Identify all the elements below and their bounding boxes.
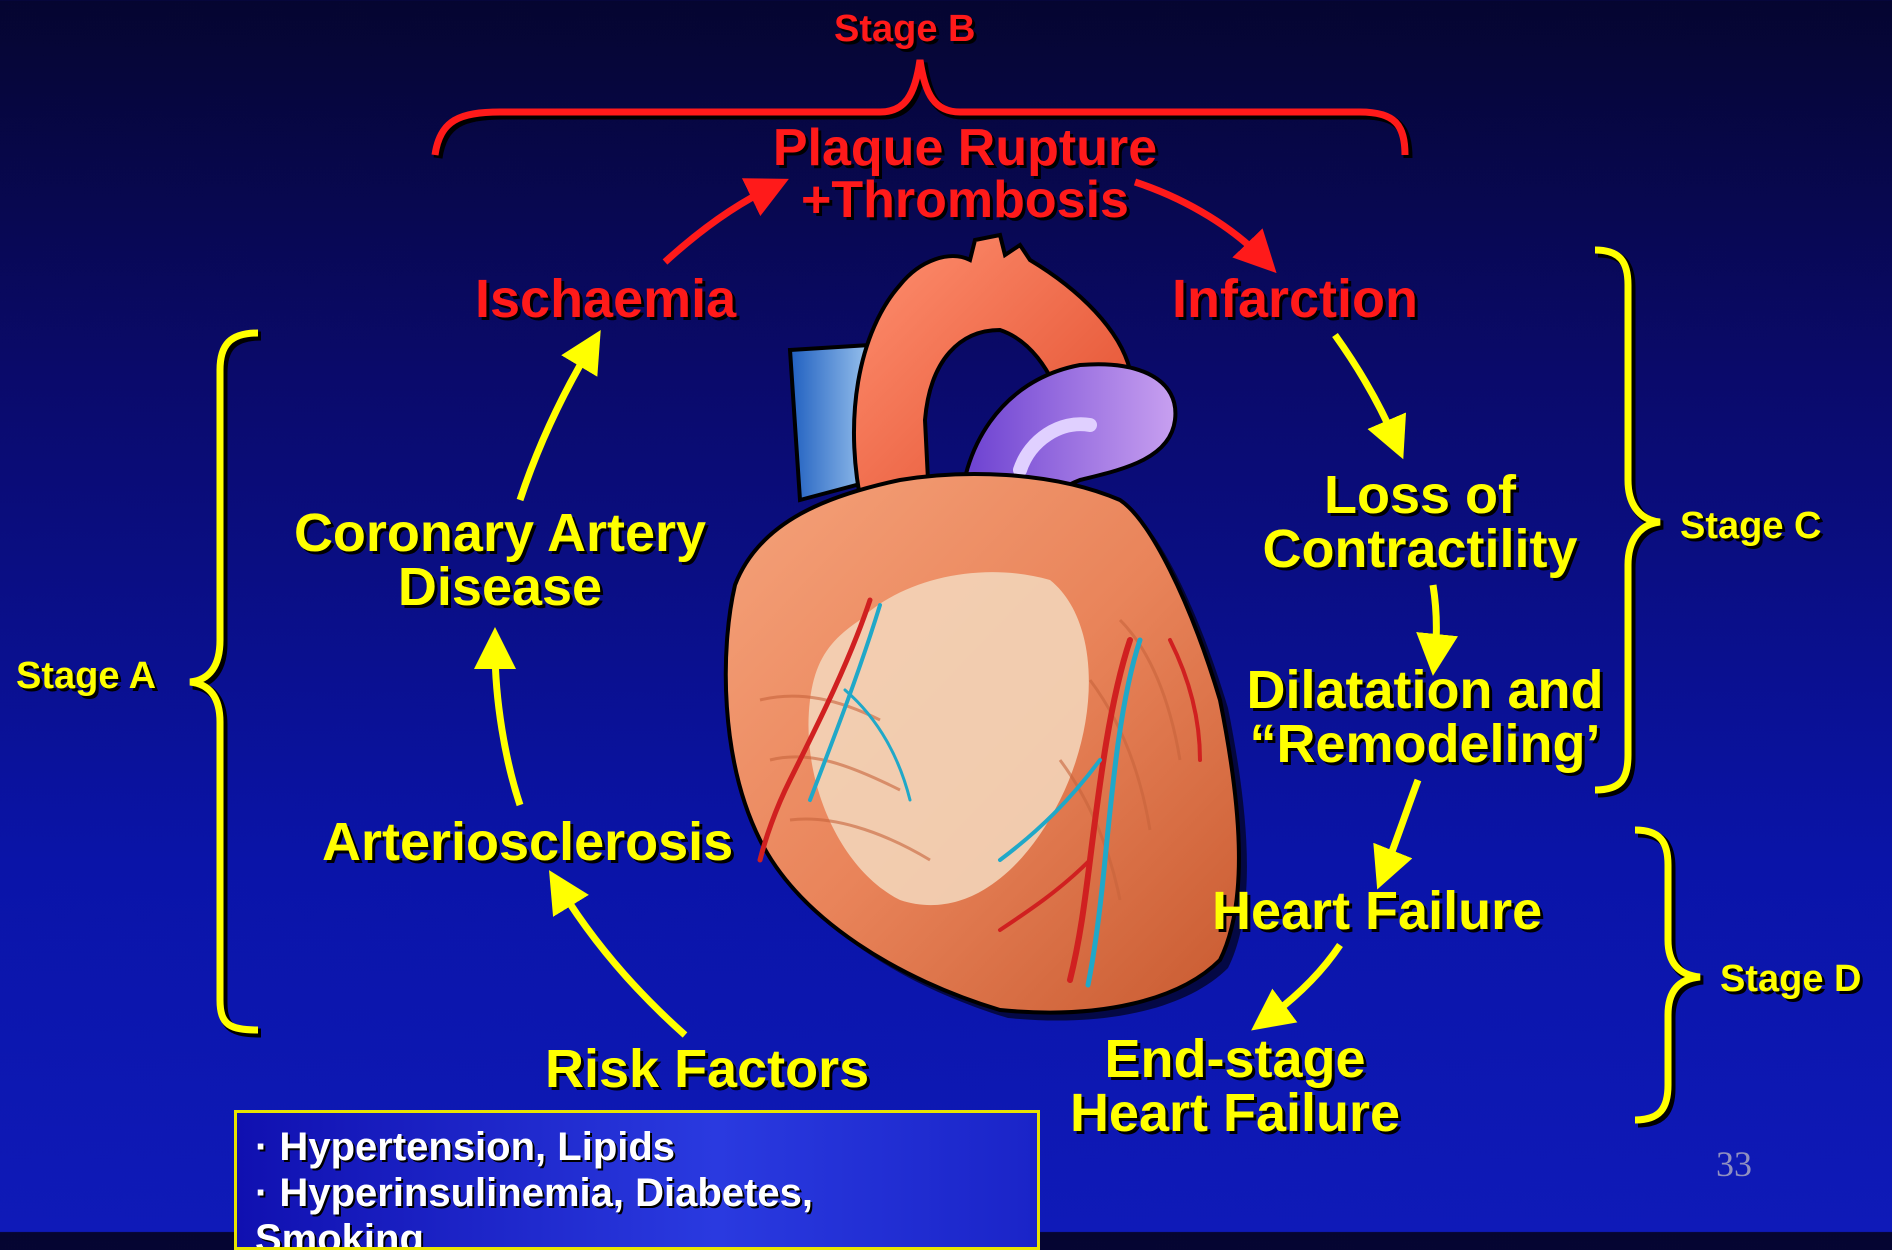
arrow-loss-to-dilatation — [1433, 585, 1436, 655]
arrow-coronary-to-ischaemia — [520, 348, 590, 500]
stage-a-label: Stage A — [16, 657, 156, 695]
arrow-dilatation-to-hf — [1385, 780, 1418, 870]
page-number: 33 — [1716, 1143, 1752, 1185]
node-risk-factors: Risk Factors — [545, 1042, 869, 1096]
arrow-risk-to-arterio — [560, 888, 685, 1035]
risk-item-1: · Hypertension, Lipids — [255, 1125, 675, 1170]
node-coronary-line1: Coronary Artery — [270, 506, 730, 560]
node-loss-line1: Loss of — [1230, 468, 1610, 522]
node-loss-line2: Contractility — [1230, 522, 1610, 576]
stage-b-label: Stage B — [834, 10, 975, 48]
node-plaque-rupture: Plaque Rupture +Thrombosis — [740, 122, 1190, 226]
arrow-hf-to-endstage — [1268, 945, 1340, 1018]
node-plaque-rupture-line2: +Thrombosis — [740, 174, 1190, 226]
node-dilatation-line2: “Remodeling’ — [1225, 717, 1625, 771]
node-heart-failure: Heart Failure — [1212, 884, 1542, 938]
arrow-arterio-to-coronary — [495, 648, 520, 805]
node-coronary-artery-disease: Coronary Artery Disease — [270, 506, 730, 614]
stage-d-bracket — [1635, 830, 1700, 1120]
node-end-stage-heart-failure: End-stage Heart Failure — [1040, 1032, 1430, 1140]
stage-c-label: Stage C — [1680, 507, 1821, 545]
node-coronary-line2: Disease — [270, 560, 730, 614]
risk-item-3: Smoking — [255, 1217, 424, 1250]
risk-factor-list-box: · Hypertension, Lipids · Hyperinsulinemi… — [234, 1110, 1040, 1250]
node-end-stage-line1: End-stage — [1040, 1032, 1430, 1086]
node-loss-of-contractility: Loss of Contractility — [1230, 468, 1610, 576]
risk-item-2: · Hyperinsulinemia, Diabetes, — [255, 1171, 813, 1216]
node-ischaemia: Ischaemia — [475, 272, 736, 326]
node-dilatation-line1: Dilatation and — [1225, 663, 1625, 717]
stage-d-label: Stage D — [1720, 960, 1861, 998]
node-end-stage-line2: Heart Failure — [1040, 1086, 1430, 1140]
arrow-infarction-to-loss — [1335, 335, 1395, 440]
node-dilatation-remodeling: Dilatation and “Remodeling’ — [1225, 663, 1625, 771]
node-infarction: Infarction — [1172, 272, 1418, 326]
node-plaque-rupture-line1: Plaque Rupture — [740, 122, 1190, 174]
node-arteriosclerosis: Arteriosclerosis — [322, 815, 733, 869]
